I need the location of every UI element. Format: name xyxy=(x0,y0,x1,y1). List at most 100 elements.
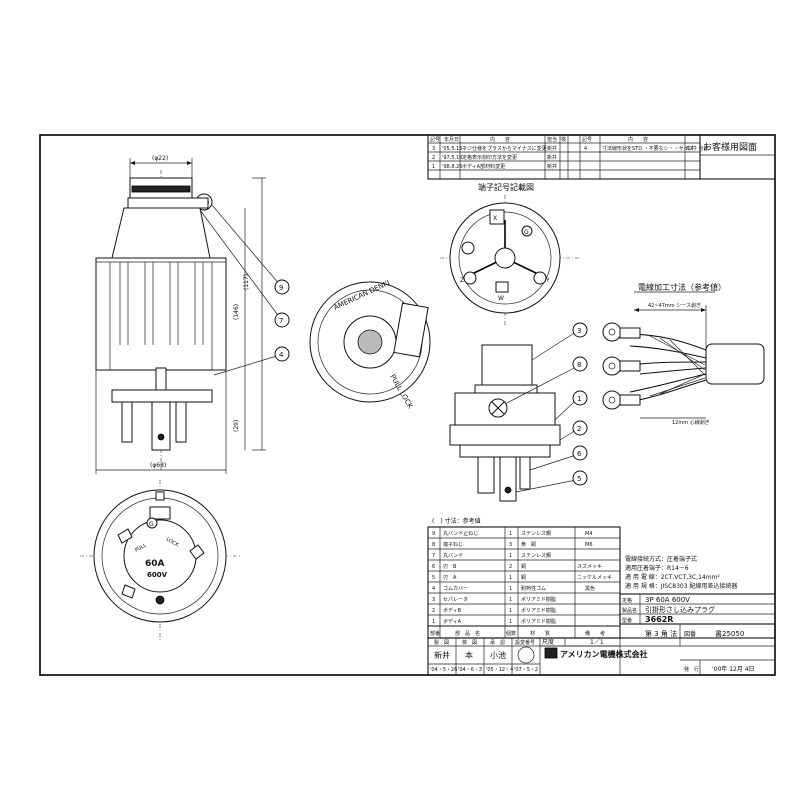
rev-1-person: 新井 xyxy=(547,145,557,152)
part-6-qty: 2 xyxy=(509,564,512,570)
parts-table: ( ) 寸法：参考値 9 丸バンド止ねじ 1 ステンレス鋼 M4 8 端子ねじ … xyxy=(427,517,621,639)
rev-3-date: '98.8.26 xyxy=(442,164,462,170)
rev-2-content: 定格表示刻印方法を変更 xyxy=(462,154,517,161)
approver-checked: 本 xyxy=(465,650,473,660)
parts-note: ( ) 寸法：参考値 xyxy=(432,517,481,525)
rev-3-sym: 1 xyxy=(432,164,435,170)
specs-block: 電線接続方式：圧着端子式 適用圧着端子：R14－6 適 用 電 線：2CT,VC… xyxy=(625,555,737,590)
part-4-material: 耐熱性ゴム xyxy=(521,585,546,592)
parts-footer-qty: 個数 xyxy=(506,630,516,637)
company-logo-icon xyxy=(544,647,558,659)
approver-drawn: 新井 xyxy=(434,650,450,660)
part-6-material: 銅 xyxy=(521,563,526,570)
face-pull-text: PULL xyxy=(134,542,148,553)
product-label: 製品名 xyxy=(622,607,637,614)
rev-2-date: '97.5.16 xyxy=(442,155,462,161)
rev-header-check: 検 xyxy=(561,136,566,143)
rev-3-person: 新井 xyxy=(547,163,557,170)
part-2-name: ボディB xyxy=(443,607,462,614)
scale-label: 尺度 xyxy=(542,638,554,646)
part-9-no: 9 xyxy=(432,531,435,537)
rev-header-sym: 記号 xyxy=(430,136,440,143)
spec-terminal: 適用圧着端子：R14－6 xyxy=(625,564,689,572)
dim-blade-height: (29) xyxy=(233,420,240,432)
change-number-label: 設変番号 xyxy=(515,639,535,646)
part-6-name: 刃 B xyxy=(443,564,457,570)
part-5-material: 銅 xyxy=(521,574,526,581)
model-number: 3662R xyxy=(645,615,673,624)
parts-footer-no: 部番 xyxy=(430,630,440,637)
dim-total-height: (117) xyxy=(243,274,250,290)
terminal-label-z: Z xyxy=(460,277,464,284)
part-5-note: ニッケルメッキ xyxy=(577,574,612,581)
callout-7-side: 7 xyxy=(279,317,283,325)
callout-8: 8 xyxy=(577,361,581,369)
part-4-no: 4 xyxy=(432,586,435,592)
drawing-title: お客様用図面 xyxy=(703,141,757,153)
parts-footer-note: 備 考 xyxy=(585,630,605,637)
rev-1-date: '05.5.16 xyxy=(442,146,462,152)
projection-method: 第 3 角 法 xyxy=(645,629,677,638)
rev-header-sym-right: 記号 xyxy=(582,136,592,143)
part-8-note: M6 xyxy=(585,542,593,548)
approval-date-2: '04・6・3 xyxy=(458,667,482,673)
part-6-no: 6 xyxy=(432,564,435,570)
rev-header-date: 年月日 xyxy=(444,136,459,143)
model-label: 型番 xyxy=(622,617,632,624)
callout-9: 9 xyxy=(279,284,283,292)
terminal-view: 端子記号記載図 X G Z Y W xyxy=(440,182,580,325)
part-5-no: 5 xyxy=(432,575,435,581)
approval-date-3: '05・12・4 xyxy=(486,667,513,673)
approval-checked-header: 検 図 xyxy=(462,639,477,646)
rev-1-sym: 3 xyxy=(432,146,435,152)
spec-connection: 電線接続方式：圧着端子式 xyxy=(625,555,697,563)
revision-mark xyxy=(517,646,535,664)
issue-date: '00年 12月 4日 xyxy=(712,665,755,673)
part-4-note: 黒色 xyxy=(585,585,595,592)
part-8-name: 端子ねじ xyxy=(443,541,463,548)
callout-1: 1 xyxy=(577,395,581,403)
approver-approved: 小池 xyxy=(490,650,506,660)
part-5-qty: 1 xyxy=(509,575,512,581)
end-view: AMERICAN DENKI PULL LOCK xyxy=(309,279,431,410)
front-face-view: G PULL LOCK 60A 600V xyxy=(80,480,240,640)
part-3-material: ポリアミド樹脂 xyxy=(521,596,556,603)
callout-5: 5 xyxy=(577,475,581,483)
part-9-name: 丸バンド止ねじ xyxy=(443,530,478,537)
rev-header-content-right: 内 容 xyxy=(628,136,648,143)
rev-3-content: ボディA部材料変更 xyxy=(462,163,505,170)
callout-2: 2 xyxy=(577,425,581,433)
part-3-no: 3 xyxy=(432,597,435,603)
part-9-qty: 1 xyxy=(509,531,512,537)
revision-table: 記号 年月日 内 容 担当 検 記号 内 容 3 '05.5.16 ネジ仕様をプ… xyxy=(427,134,776,180)
part-1-qty: 1 xyxy=(509,619,512,625)
callout-4: 4 xyxy=(279,351,284,359)
part-9-material: ステンレス鋼 xyxy=(521,530,551,537)
part-5-name: 刃 A xyxy=(443,575,457,581)
side-view: (φ22) (117) xyxy=(95,155,290,474)
part-8-material: 黄 銅 xyxy=(521,541,536,548)
spec-wire: 適 用 電 線：2CT,VCT,3C,14mm² xyxy=(625,573,720,581)
terminal-label-w: W xyxy=(498,295,504,302)
rev-2-sym: 2 xyxy=(432,155,435,161)
face-terminal-g: G xyxy=(149,521,154,528)
part-7-qty: 1 xyxy=(509,553,512,559)
rev-4-person: 本村 xyxy=(686,145,696,152)
part-1-no: 1 xyxy=(432,619,435,625)
part-2-material: ポリアミド樹脂 xyxy=(521,607,556,614)
part-1-name: ボディA xyxy=(443,618,462,625)
face-rating: 60A xyxy=(145,559,165,569)
part-7-material: ステンレス鋼 xyxy=(521,552,551,559)
spec-standard: 適 用 規 格：JISC8303 配線用差込接続器 xyxy=(625,582,737,590)
rating-value: 3P 60A 600V xyxy=(645,596,690,604)
part-4-qty: 1 xyxy=(509,586,512,592)
terminal-label-g: G xyxy=(524,229,529,236)
part-3-qty: 1 xyxy=(509,597,512,603)
callout-6: 6 xyxy=(577,450,582,458)
dim-body-width: (φ68) xyxy=(150,462,166,469)
wiring-title: 電線加工寸法（参考値） xyxy=(638,282,726,292)
rev-4-content: 寸法線形状をSTD.・不要なシ・・サイズ・合計 xyxy=(602,145,709,152)
rev-1-content: ネジ仕様をプラスからマイナスに変更 xyxy=(462,145,547,152)
